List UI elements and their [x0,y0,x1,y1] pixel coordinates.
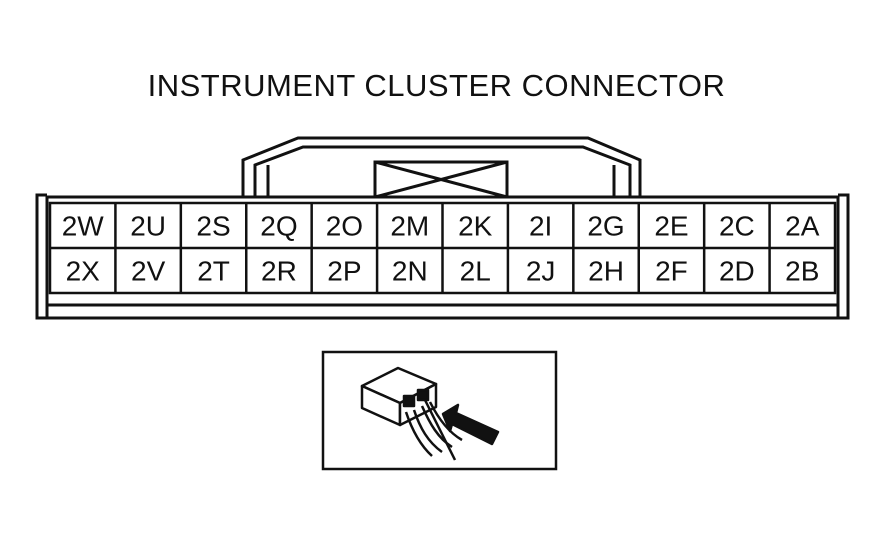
pin-label-2s: 2S [196,211,230,242]
pin-label-2v: 2V [131,256,166,287]
connector-key-x [373,160,509,199]
pin-label-2t: 2T [197,256,230,287]
pin-label-2m: 2M [390,211,429,242]
pin-grid: 2W 2U 2S 2Q 2O 2M 2K 2I 2G 2E 2C 2A 2X 2V 2T 2R 2P 2N 2L 2J… [48,201,837,295]
pin-label-2j: 2J [526,256,556,287]
pin-label-2i: 2I [529,211,552,242]
pin-label-2p: 2P [327,256,361,287]
pin-label-2q: 2Q [260,211,297,242]
pin-label-2f: 2F [655,256,688,287]
pin-label-2b: 2B [785,256,819,287]
pin-label-2r: 2R [261,256,297,287]
pin-label-2a: 2A [785,211,820,242]
pin-label-2x: 2X [66,256,101,287]
connector-backprobe-icon [360,366,500,461]
pin-label-2u: 2U [130,211,166,242]
pin-label-2e: 2E [654,211,688,242]
inset-box [321,350,558,471]
pin-label-2o: 2O [326,211,363,242]
connector-latch [241,136,642,197]
pin-label-2k: 2K [458,211,493,242]
pin-label-2h: 2H [588,256,624,287]
diagram-title: INSTRUMENT CLUSTER CONNECTOR [147,68,726,103]
pin-label-2d: 2D [719,256,755,287]
pin-label-2w: 2W [62,211,105,242]
pin-label-2l: 2L [460,256,491,287]
pin-label-2n: 2N [392,256,428,287]
pin-label-2c: 2C [719,211,755,242]
connector-housing [35,193,850,320]
pin-label-2g: 2G [587,211,624,242]
